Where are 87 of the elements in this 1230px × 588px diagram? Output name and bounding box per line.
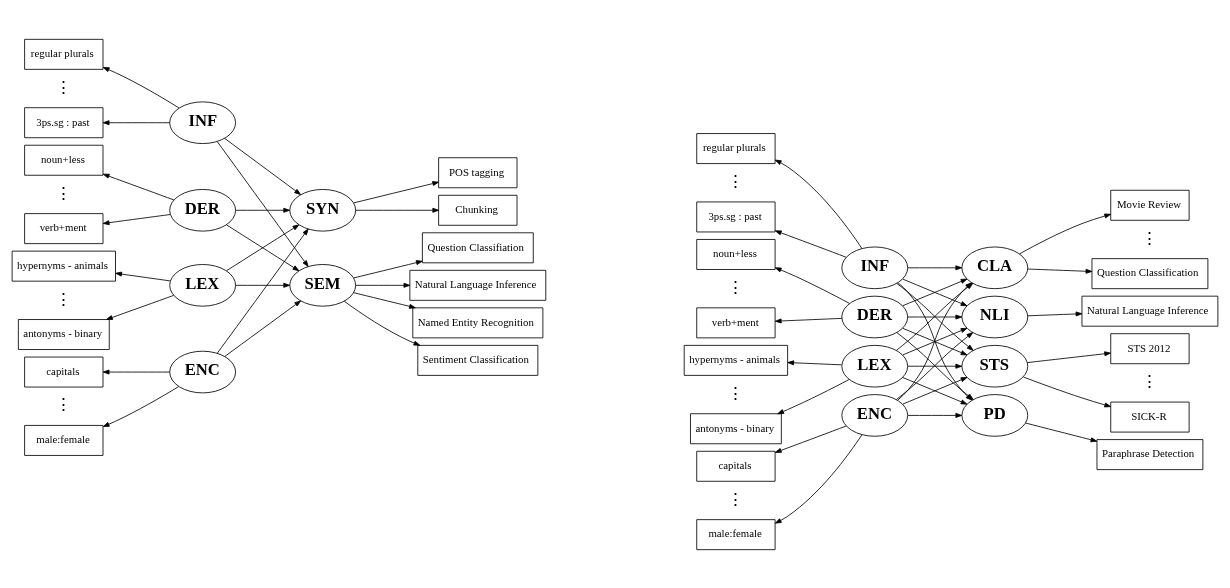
label: ⋮	[727, 277, 745, 297]
node-box: capitals	[696, 450, 776, 482]
node-box: regular plurals	[696, 132, 776, 164]
arrow	[1027, 350, 1111, 363]
label: ⋮	[55, 183, 73, 203]
arrow	[774, 159, 863, 249]
arrow	[774, 266, 850, 304]
arrow	[774, 433, 863, 524]
node-ellipse: INF	[841, 246, 909, 289]
node-box: STS 2012	[1110, 332, 1190, 364]
arrow	[102, 385, 179, 427]
node-box: Movie Review	[1110, 189, 1190, 221]
arrow	[774, 317, 843, 323]
node-box: SICK-R	[1110, 401, 1190, 432]
arrow	[102, 213, 171, 225]
arrow	[115, 271, 171, 281]
label: ⋮	[55, 77, 73, 97]
arrow	[235, 282, 290, 288]
node-box: Natural Language Inference	[1081, 295, 1219, 327]
node-box: Chunking	[438, 194, 518, 226]
arrow	[216, 140, 309, 267]
node-box: Question Classification	[1091, 257, 1209, 289]
arrow	[902, 376, 968, 405]
arrow	[1027, 268, 1093, 274]
label: ⋮	[55, 394, 73, 414]
arrow	[355, 207, 440, 213]
node-box: noun+less	[24, 144, 104, 176]
node-box: noun+less	[696, 238, 776, 270]
node-box: capitals	[24, 356, 104, 387]
arrow	[907, 264, 963, 270]
arrow	[902, 327, 968, 355]
node-box: Natural Language Inference	[409, 269, 547, 301]
arrow	[224, 300, 302, 357]
label: ⋮	[1141, 228, 1159, 248]
arrow	[102, 119, 170, 125]
node-box: hypernyms - animals	[683, 344, 789, 376]
node-box: Question Classifiation	[421, 231, 534, 263]
arrow	[774, 425, 847, 453]
arrow	[102, 66, 180, 108]
node-ellipse: INF	[169, 100, 236, 144]
arrow	[106, 294, 175, 320]
arrow	[1019, 213, 1112, 254]
node-box: male:female	[24, 424, 104, 456]
arrow	[1023, 376, 1112, 407]
node-box: male:female	[696, 518, 776, 550]
arrow	[224, 137, 301, 195]
arrow	[777, 378, 850, 414]
node-box: Named Entity Recognition	[412, 306, 544, 338]
node-ellipse: LEX	[169, 263, 236, 307]
arrow	[216, 228, 309, 354]
node-box: hypernyms - animals	[11, 250, 116, 282]
arrow	[355, 282, 411, 288]
node-box: verb+ment	[24, 212, 104, 244]
node-ellipse: LEX	[841, 344, 909, 387]
label: ⋮	[1141, 371, 1159, 391]
arrow	[907, 314, 963, 319]
arrow	[102, 173, 175, 200]
node-box: antonyms - binary	[17, 318, 110, 350]
node-box: POS tagging	[438, 156, 518, 188]
arrow	[902, 278, 968, 306]
arrow	[907, 363, 963, 369]
node-box: verb+ment	[696, 306, 776, 338]
label: ⋮	[727, 489, 745, 509]
arrow	[1025, 422, 1098, 442]
label: ⋮	[727, 383, 745, 403]
node-box: Paraphrase Detection	[1096, 438, 1204, 470]
arrow	[235, 207, 290, 213]
node-box: antonyms - binary	[690, 412, 782, 444]
arrow	[343, 300, 421, 346]
arrow	[907, 412, 963, 418]
node-ellipse: DER	[169, 188, 236, 232]
node-box: regular plurals	[24, 38, 104, 70]
arrow	[353, 259, 423, 278]
node-ellipse: ENC	[841, 393, 909, 437]
arrow	[353, 180, 439, 203]
node-box: 3ps.sg : past	[24, 106, 104, 138]
node-ellipse: DER	[841, 295, 909, 338]
node-box: 3ps.sg : past	[696, 201, 776, 232]
node-ellipse: ENC	[169, 350, 236, 393]
arrow	[774, 229, 847, 258]
arrow	[1027, 311, 1083, 316]
arrow	[787, 359, 842, 365]
arrow	[102, 369, 170, 374]
label: ⋮	[727, 171, 745, 191]
node-box: Sentiment Classification	[417, 344, 539, 376]
arrow	[353, 291, 416, 309]
label: ⋮	[55, 289, 73, 309]
